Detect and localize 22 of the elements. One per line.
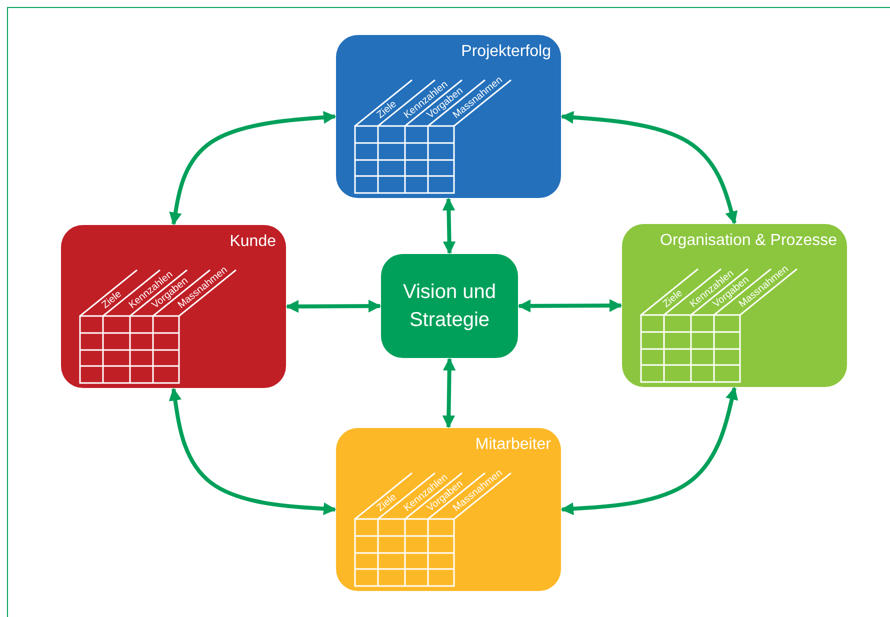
double-arrow xyxy=(560,386,738,516)
double-arrow xyxy=(442,198,456,254)
perspective-box xyxy=(336,428,561,591)
column-header: Ziele xyxy=(374,492,399,514)
column-header: Ziele xyxy=(374,98,399,122)
box-title: Organisation & Prozesse xyxy=(660,232,837,250)
double-arrow xyxy=(168,388,336,516)
double-arrow xyxy=(442,358,456,428)
center-box xyxy=(381,254,518,358)
box-title: Mitarbeiter xyxy=(475,436,551,454)
column-header: Ziele xyxy=(660,288,685,310)
double-arrow xyxy=(518,299,622,312)
perspective-box xyxy=(622,224,847,387)
double-arrow xyxy=(560,111,738,224)
perspective-box xyxy=(61,225,286,388)
box-title: Projekterfolg xyxy=(461,43,551,61)
perspective-box xyxy=(336,35,561,198)
column-header: Ziele xyxy=(100,288,124,312)
double-arrow xyxy=(286,300,382,313)
box-title: Kunde xyxy=(230,233,276,251)
node-label: Vision und Strategie xyxy=(402,280,498,333)
double-arrow xyxy=(169,111,336,226)
